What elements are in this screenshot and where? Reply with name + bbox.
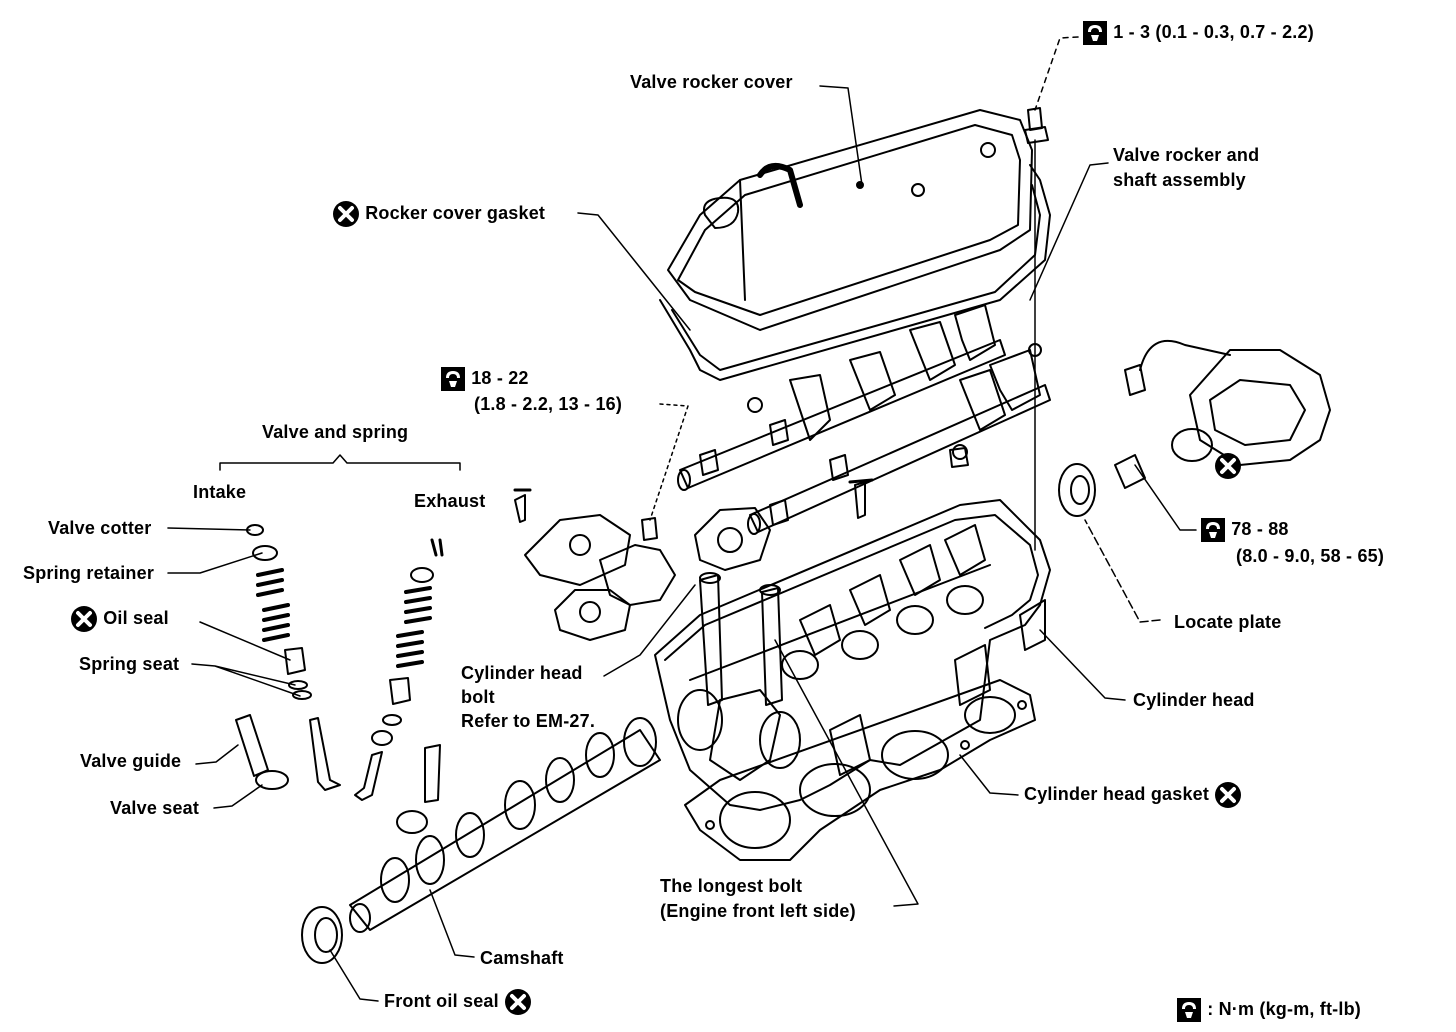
- intake-valve-components: [235, 524, 341, 791]
- torque-wrench-icon: [1177, 998, 1201, 1023]
- valve-seat-label: Valve seat: [110, 798, 200, 818]
- cylinder-head-bolt-line1: Cylinder head: [461, 663, 583, 683]
- valve-and-spring-label: Valve and spring: [262, 422, 409, 442]
- exhaust-label: Exhaust: [414, 491, 486, 511]
- rocker-cover-gasket: [659, 164, 1051, 381]
- spring-retainer-label: Spring retainer: [23, 563, 155, 583]
- longest-bolt-line1: The longest bolt: [660, 876, 803, 896]
- replace-part-x-icon: [505, 989, 532, 1015]
- oil-seal-label: Oil seal: [70, 605, 169, 633]
- distributor-oring-replace-mark: [1214, 452, 1242, 480]
- valve-guide-label: Valve guide: [80, 751, 182, 771]
- rocker-cover-gasket-text: Rocker cover gasket: [365, 202, 546, 223]
- front-oil-seal: [301, 906, 343, 964]
- valve-rocker-shaft-assembly: [677, 304, 1051, 535]
- cylinder-head-gasket-label: Cylinder head gasket: [1024, 781, 1242, 809]
- torque-wrench-icon: [1201, 518, 1225, 543]
- valve-cotter-label: Valve cotter: [48, 518, 152, 538]
- oil-seal-text: Oil seal: [103, 607, 169, 628]
- valve-rocker-shaft-label-line1: Valve rocker and: [1113, 145, 1260, 165]
- cylinder-head: [654, 499, 1051, 811]
- cylinder-head-gasket: [684, 679, 1036, 861]
- valve-rocker-shaft-label-line2: shaft assembly: [1113, 170, 1246, 190]
- cylinder-head-bolt-line2: bolt: [461, 687, 495, 707]
- torque-spec-mid-text: 18 - 22: [471, 368, 529, 388]
- camshaft-brackets: [513, 478, 874, 641]
- torque-spec-mid-line1: 18 - 22: [440, 366, 529, 392]
- leader-lines: [167, 36, 1197, 1002]
- valve-rocker-cover: [667, 109, 1033, 331]
- longest-bolt-line2: (Engine front left side): [660, 901, 856, 921]
- replace-part-x-icon: [1215, 453, 1241, 479]
- cylinder-head-bolt-line3: Refer to EM-27.: [461, 711, 596, 731]
- unit-legend-text: : N·m (kg-m, ft-lb): [1207, 999, 1361, 1019]
- cylinder-head-gasket-text: Cylinder head gasket: [1024, 783, 1210, 804]
- torque-spec-top: 1 - 3 (0.1 - 0.3, 0.7 - 2.2): [1082, 20, 1314, 46]
- torque-spec-right-line2: (8.0 - 9.0, 58 - 65): [1236, 546, 1385, 566]
- camshaft: [349, 717, 661, 933]
- spring-seat-label: Spring seat: [79, 654, 180, 674]
- replace-part-x-icon: [333, 201, 359, 227]
- replace-part-x-icon: [71, 606, 97, 632]
- rocker-cover-gasket-label: Rocker cover gasket: [332, 200, 545, 228]
- torque-spec-right-text: 78 - 88: [1231, 519, 1289, 539]
- front-oil-seal-text: Front oil seal: [384, 990, 499, 1011]
- locate-plate-label: Locate plate: [1174, 612, 1282, 632]
- front-oil-seal-label: Front oil seal: [384, 988, 532, 1016]
- cylinder-head-label: Cylinder head: [1133, 690, 1255, 710]
- camshaft-label: Camshaft: [480, 948, 564, 968]
- torque-spec-mid-line2: (1.8 - 2.2, 13 - 16): [474, 394, 623, 414]
- valve-rocker-cover-label: Valve rocker cover: [630, 72, 793, 92]
- replace-part-x-icon: [1215, 782, 1242, 808]
- exhaust-valve-components: [354, 538, 444, 834]
- torque-wrench-icon: [1083, 21, 1107, 46]
- distributor-assembly: [1058, 340, 1331, 517]
- torque-wrench-icon: [441, 367, 465, 392]
- torque-spec-right-line1: 78 - 88: [1200, 517, 1289, 543]
- intake-label: Intake: [193, 482, 247, 502]
- unit-legend: : N·m (kg-m, ft-lb): [1176, 997, 1361, 1023]
- torque-spec-top-text: 1 - 3 (0.1 - 0.3, 0.7 - 2.2): [1113, 22, 1314, 42]
